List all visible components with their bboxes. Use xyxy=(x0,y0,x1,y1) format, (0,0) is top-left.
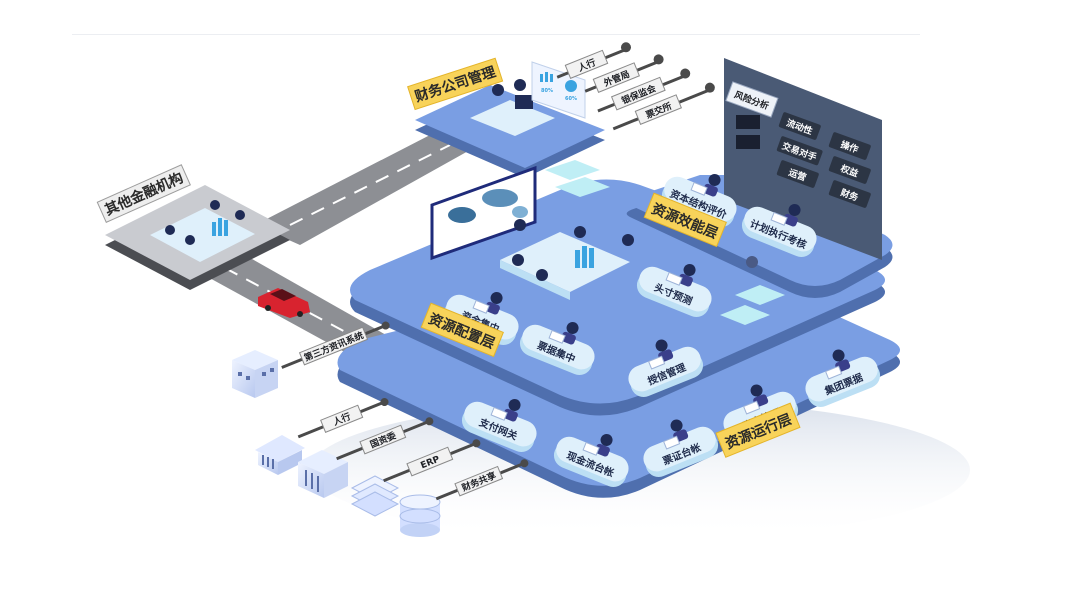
bar-icon xyxy=(550,74,553,82)
person-icon xyxy=(235,210,245,220)
risk-item: 财务 xyxy=(828,180,871,208)
other-institutions-platform xyxy=(105,185,290,290)
laptop-icon xyxy=(472,299,490,314)
laptop-icon xyxy=(690,181,708,196)
person-icon xyxy=(670,419,683,432)
car-icon xyxy=(258,288,310,318)
laptop-icon xyxy=(742,400,761,415)
bar-chart-icon xyxy=(212,218,228,236)
floating-steps xyxy=(545,160,785,325)
laptop-icon xyxy=(770,211,788,226)
government-building-icon xyxy=(298,450,348,498)
person-icon xyxy=(514,219,526,231)
bar-icon xyxy=(575,250,580,268)
person-icon xyxy=(622,234,634,246)
bar-icon xyxy=(545,72,548,82)
third-party-building xyxy=(232,350,278,398)
workstation-desk: 头寸预测 xyxy=(636,263,712,318)
laptop-icon xyxy=(548,329,566,344)
finance-company-platform xyxy=(415,79,605,178)
laptop-icon xyxy=(665,271,683,286)
meeting-table xyxy=(500,219,634,300)
bar-icon xyxy=(589,248,594,268)
status-board-icon xyxy=(736,135,760,149)
person-icon xyxy=(788,203,801,216)
person-icon xyxy=(514,79,526,91)
workstation-desk: 票据集中 xyxy=(519,321,595,376)
svg-text:60%: 60% xyxy=(565,96,577,102)
person-icon xyxy=(683,263,696,276)
regulator-connectors: 人行 外管局 银保监会 票交所 xyxy=(556,42,715,131)
person-icon xyxy=(600,433,613,446)
bank-building-icon xyxy=(255,435,305,475)
person-icon xyxy=(508,398,521,411)
laptop-icon xyxy=(647,355,666,370)
road-top xyxy=(255,135,470,245)
regulator-connector: 人行 xyxy=(556,42,631,79)
person-icon xyxy=(492,84,504,96)
workstation-desk: 支付网关 xyxy=(461,398,537,453)
external-connector: 人行 xyxy=(297,398,389,439)
external-connectors: 人行 国资委 ERP 财务共享 xyxy=(297,398,529,501)
laptop-icon xyxy=(824,365,843,380)
person-icon xyxy=(566,321,579,334)
erp-stack-icon xyxy=(350,475,400,517)
person-icon xyxy=(574,226,586,238)
pie-icon xyxy=(565,80,577,92)
person-icon xyxy=(746,256,758,268)
person-icon xyxy=(750,384,763,397)
person-icon xyxy=(490,291,503,304)
workstation-desk: 票证台帐 xyxy=(643,419,719,478)
person-icon xyxy=(185,235,195,245)
database-icon xyxy=(399,494,441,537)
workstation-desk: 集团票据 xyxy=(805,349,881,408)
desks-group: 资本结构评价计划执行考核资金集中票据集中授信管理头寸预测支付网关现金流台帐票证台… xyxy=(443,173,881,488)
world-map-board xyxy=(430,165,537,261)
risk-item: 权益 xyxy=(828,156,871,184)
monitor-icon xyxy=(515,95,533,109)
person-icon xyxy=(708,173,721,186)
svg-text:80%: 80% xyxy=(541,88,553,94)
laptop-icon xyxy=(582,441,600,456)
top-divider xyxy=(72,34,920,35)
person-icon xyxy=(165,225,175,235)
layer-badge-efficiency: 资源效能层 xyxy=(643,192,727,248)
workstation-desk: 计划执行考核 xyxy=(741,203,817,258)
status-board-icon xyxy=(736,115,760,129)
bar-icon xyxy=(540,74,543,82)
person-icon xyxy=(655,339,668,352)
person-icon xyxy=(536,269,548,281)
risk-item: 运营 xyxy=(776,160,819,188)
bar-icon xyxy=(582,246,587,268)
laptop-icon xyxy=(490,406,508,421)
person-icon xyxy=(832,349,845,362)
laptop-icon xyxy=(662,435,681,450)
risk-item: 操作 xyxy=(828,132,871,160)
person-icon xyxy=(210,200,220,210)
person-icon xyxy=(512,254,524,266)
